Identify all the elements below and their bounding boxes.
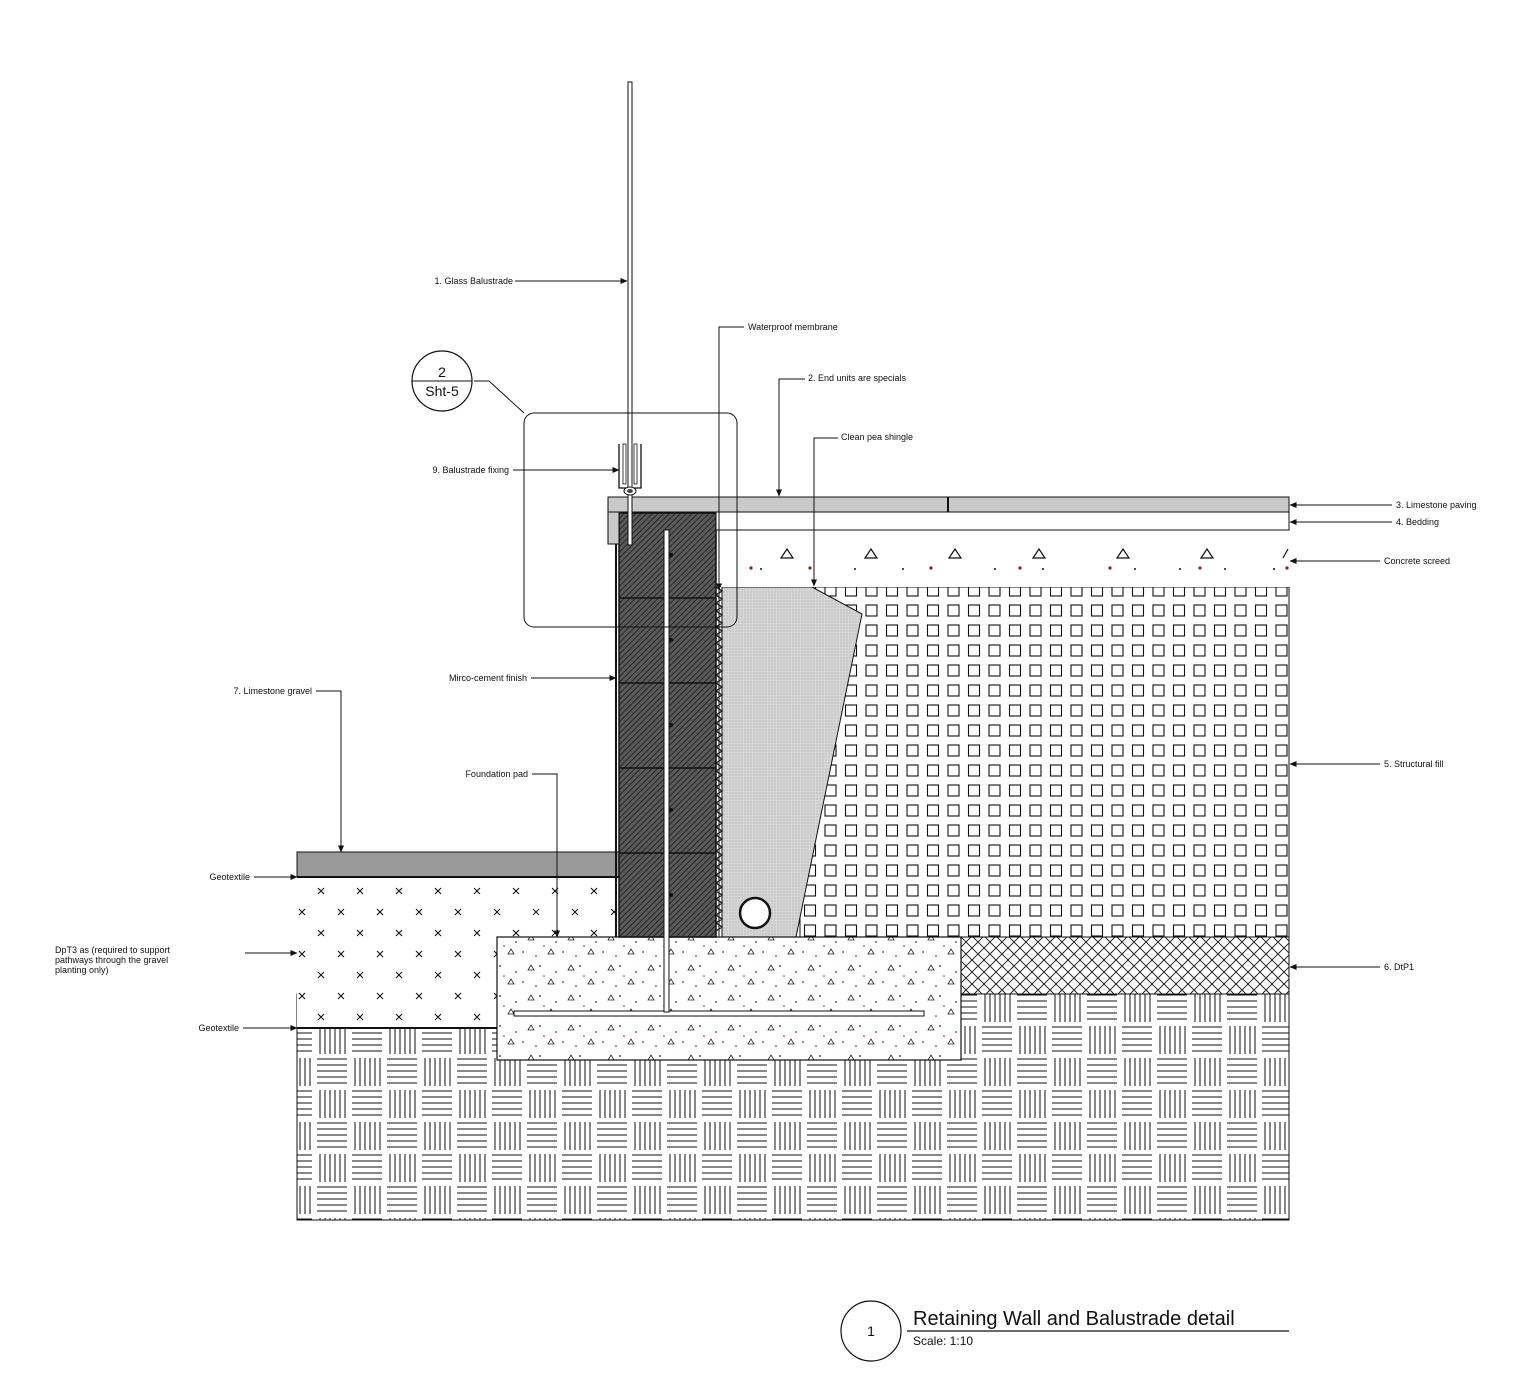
label-geotextile-top: Geotextile: [209, 872, 250, 882]
limestone-gravel-band: [296, 851, 620, 878]
label-end-units: 2. End units are specials: [808, 373, 907, 383]
label-dpt3-line2: pathways through the gravel: [55, 955, 168, 965]
dtp1-layer: [960, 936, 1290, 995]
label-micro-cement: Mirco-cement finish: [449, 673, 527, 683]
label-balustrade-fixing: 9. Balustrade fixing: [432, 465, 509, 475]
limestone-paving: [607, 496, 1290, 545]
detail-number-circle: [840, 1300, 902, 1362]
label-structural-fill: 5. Structural fill: [1384, 759, 1444, 769]
drawing-title: Retaining Wall and Balustrade detail: [913, 1308, 1235, 1330]
leader-lines: [243, 278, 1392, 1031]
drawing-title-block: 1 Retaining Wall and Balustrade detail S…: [840, 1300, 1289, 1362]
foundation-pad: [496, 936, 962, 1061]
waterproof-membrane: [714, 586, 724, 932]
concrete-screed: [716, 530, 1289, 587]
glass-balustrade: [627, 81, 633, 546]
label-dtp1: 6. DtP1: [1384, 962, 1414, 972]
balustrade-fixing: [618, 443, 642, 496]
drain-pipe: [738, 896, 772, 930]
label-waterproof-membrane: Waterproof membrane: [748, 322, 838, 332]
drawing-scale: Scale: 1:10: [913, 1334, 973, 1348]
detail-number: 1: [867, 1323, 875, 1339]
label-geotextile-bottom: Geotextile: [198, 1023, 239, 1033]
label-clean-pea-shingle: Clean pea shingle: [841, 432, 913, 442]
label-glass-balustrade: 1. Glass Balustrade: [434, 276, 513, 286]
callout-number: 2: [438, 364, 446, 380]
bedding-layer: [715, 511, 1290, 531]
callout-sheet: Sht-5: [425, 383, 459, 399]
label-dpt3-line3: planting only): [55, 965, 109, 975]
label-dpt3-line1: DpT3 as (required to support: [55, 945, 171, 955]
label-limestone-paving: 3. Limestone paving: [1396, 500, 1477, 510]
detail-callout-box: [523, 412, 738, 628]
reinforcing-bar: [663, 529, 673, 1013]
label-foundation-pad: Foundation pad: [465, 769, 528, 779]
label-limestone-gravel: 7. Limestone gravel: [233, 686, 312, 696]
label-bedding: 4. Bedding: [1396, 517, 1439, 527]
structural-fill: [799, 586, 1290, 938]
label-concrete-screed: Concrete screed: [1384, 556, 1450, 566]
section-callout-bubble[interactable]: 2 Sht-5: [411, 350, 473, 412]
